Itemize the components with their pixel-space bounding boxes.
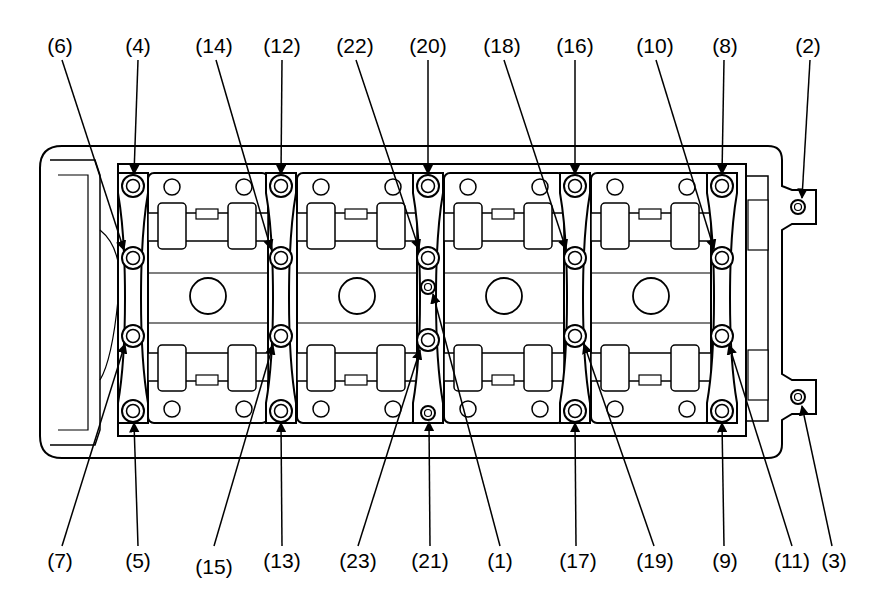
callout-number: (8) (712, 35, 738, 56)
callout-number: (15) (195, 556, 232, 577)
callout-number: (11) (774, 550, 810, 571)
callout-number: (5) (125, 550, 151, 571)
callout-number: (23) (339, 550, 376, 571)
callout-number: (13) (263, 550, 300, 571)
callout-number: (2) (795, 35, 821, 56)
callout-number: (21) (411, 550, 448, 571)
leader-lines (62, 60, 832, 546)
callout-number: (19) (636, 550, 673, 571)
callout-number: (1) (487, 550, 513, 571)
callout-number: (12) (263, 35, 300, 56)
callout-number: (18) (483, 35, 520, 56)
callout-number: (4) (125, 35, 151, 56)
callout-number: (6) (47, 35, 73, 56)
callout-number: (7) (47, 550, 73, 571)
callout-number: (17) (559, 550, 596, 571)
callout-number: (22) (336, 35, 373, 56)
callout-number: (10) (636, 35, 673, 56)
callout-number: (20) (409, 35, 446, 56)
callout-number: (16) (556, 35, 593, 56)
callout-number: (9) (712, 550, 738, 571)
callout-number: (14) (195, 35, 232, 56)
callout-number: (3) (821, 550, 847, 571)
